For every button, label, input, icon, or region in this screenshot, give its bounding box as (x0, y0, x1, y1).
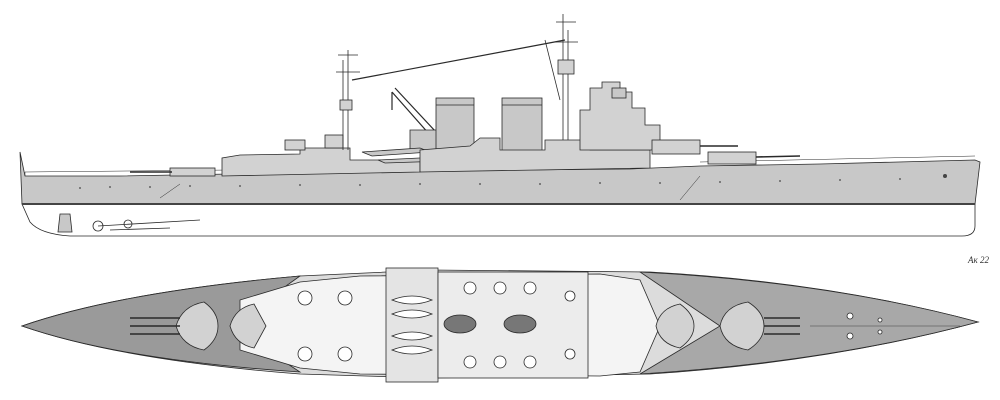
forecastle-deck (638, 271, 980, 375)
forward-turrets-plan (655, 301, 800, 351)
boat-deck (385, 267, 439, 383)
underwater-hull (21, 203, 976, 237)
plan-view (20, 267, 980, 383)
rudder-propellers (57, 213, 201, 233)
side-profile (19, 14, 981, 237)
aft-funnel-plan (443, 314, 477, 334)
boats-plan (390, 295, 434, 355)
aerial-wire (351, 39, 566, 81)
forward-turret-b-side (651, 139, 701, 155)
aft-turret-x-side (169, 167, 216, 177)
anchor-gear (846, 312, 883, 340)
foremast (544, 14, 578, 140)
scuttles (79, 174, 947, 189)
forward-turret-a-side (707, 151, 757, 165)
fore-funnel-plan (503, 314, 537, 334)
artist-signature: Aк 22 (967, 255, 989, 265)
aa-mounts (297, 281, 576, 369)
mainmast (336, 50, 360, 150)
fore-funnel (501, 97, 543, 157)
aft-turrets-plan (130, 301, 267, 351)
bilge-keel (159, 175, 701, 201)
aircraft-crane (391, 87, 437, 136)
